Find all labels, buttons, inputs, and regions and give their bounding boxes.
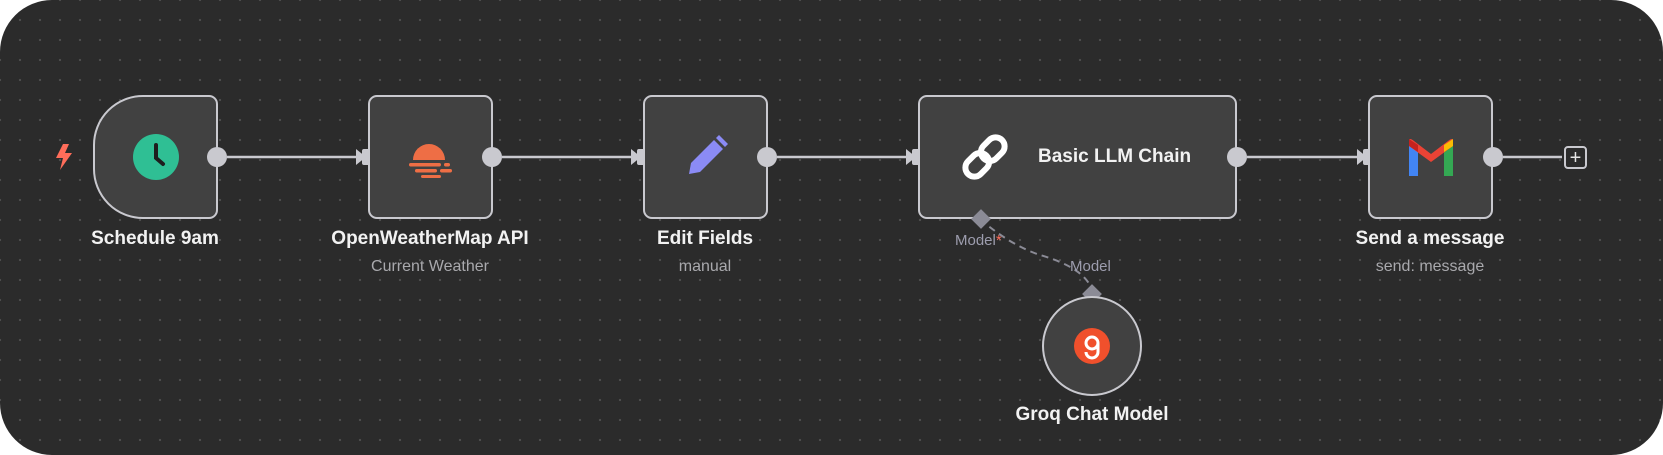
llm-output-port[interactable] <box>1227 147 1247 167</box>
add-node-button[interactable]: + <box>1564 146 1587 169</box>
schedule-node-label: Schedule 9am <box>91 228 219 249</box>
connection-groq-llm <box>979 218 1093 291</box>
gmail-node-label: Send a message <box>1355 228 1505 249</box>
groq-node-label: Groq Chat Model <box>1015 404 1169 425</box>
weather-output-port[interactable] <box>482 147 502 167</box>
chain-link-icon <box>962 134 1008 180</box>
groq-model-port-label: Model <box>1070 258 1111 275</box>
groq-chat-model-node[interactable] <box>1042 296 1142 396</box>
llm-input-port[interactable] <box>912 149 922 165</box>
arrow-llm-in <box>906 149 916 165</box>
edit-input-port[interactable] <box>637 149 647 165</box>
edit-fields-node[interactable] <box>643 95 768 219</box>
gmail-node-sublabel: send: message <box>1375 258 1485 275</box>
arrow-gmail-in <box>1357 149 1367 165</box>
openweathermap-node[interactable] <box>368 95 493 219</box>
llm-model-port-label: Model* <box>955 232 1002 249</box>
weather-node-sublabel: Current Weather <box>371 258 489 275</box>
send-message-gmail-node[interactable] <box>1368 95 1493 219</box>
gmail-icon <box>1408 139 1453 176</box>
weather-node-label: OpenWeatherMap API <box>331 228 529 249</box>
sun-weather-icon <box>408 144 452 178</box>
gmail-output-port[interactable] <box>1483 147 1503 167</box>
arrow-weather-in <box>356 149 366 165</box>
schedule-trigger-node[interactable] <box>93 95 218 219</box>
arrow-edit-in <box>631 149 641 165</box>
basic-llm-chain-node[interactable]: Basic LLM Chain <box>918 95 1237 219</box>
schedule-output-port[interactable] <box>207 147 227 167</box>
pencil-icon <box>688 135 728 174</box>
groq-icon <box>1074 328 1110 364</box>
edit-node-label: Edit Fields <box>656 228 754 249</box>
llm-node-title: Basic LLM Chain <box>1038 146 1192 167</box>
weather-input-port[interactable] <box>362 149 372 165</box>
edit-node-sublabel: manual <box>678 258 732 275</box>
edit-output-port[interactable] <box>757 147 777 167</box>
clock-icon <box>132 134 179 180</box>
lightning-bolt-icon <box>56 144 72 170</box>
